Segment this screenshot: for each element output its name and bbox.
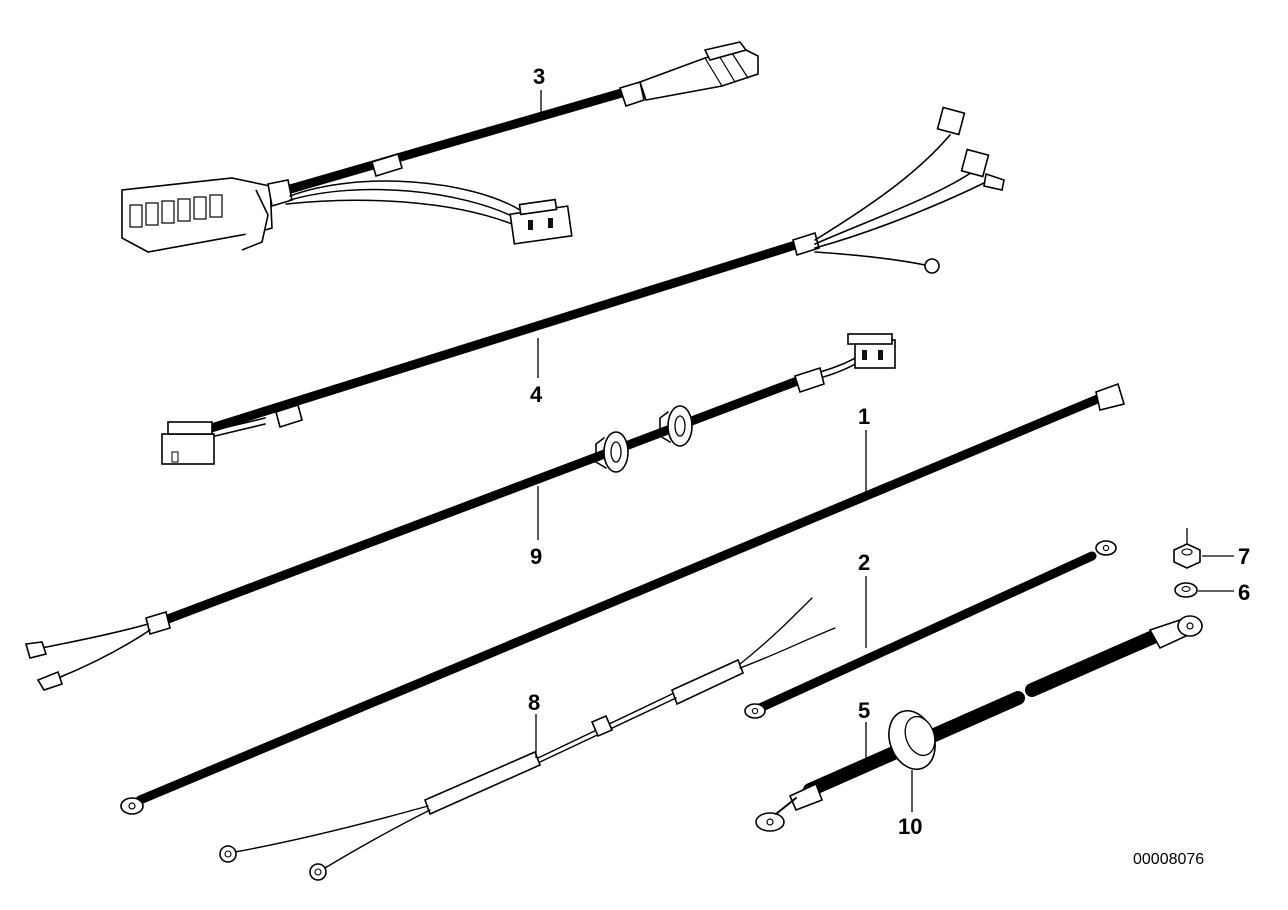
washer-part-6	[1174, 582, 1198, 598]
cable-part-2	[744, 540, 1117, 719]
callout-1: 1	[858, 404, 870, 429]
grommet-part-10	[888, 710, 936, 770]
callout-5: 5	[858, 698, 870, 723]
six-pin-connector	[121, 177, 273, 253]
callout-4: 4	[530, 382, 543, 407]
grommet-left	[595, 431, 629, 473]
callout-6: 6	[1238, 580, 1250, 605]
drawing-reference-number: 00008076	[1133, 851, 1204, 868]
nut-part-7	[1173, 528, 1201, 569]
leader-lines	[535, 90, 1234, 812]
grommet-right	[659, 405, 693, 447]
harness-part-3	[121, 41, 759, 253]
callout-3: 3	[533, 64, 545, 89]
cable-part-5	[755, 615, 1203, 832]
cable-part-1	[120, 382, 1126, 815]
callout-10: 10	[898, 814, 922, 839]
upper-right-plug-connector	[847, 333, 896, 369]
two-pin-connector	[509, 198, 573, 245]
callout-2: 2	[858, 550, 870, 575]
callout-8: 8	[528, 690, 540, 715]
callout-7: 7	[1238, 544, 1250, 569]
harness-part-4	[161, 106, 1005, 465]
cable-part-8	[219, 597, 836, 881]
callout-9: 9	[530, 544, 542, 569]
left-plug-connector	[161, 421, 215, 465]
harness-part-9	[24, 366, 825, 691]
